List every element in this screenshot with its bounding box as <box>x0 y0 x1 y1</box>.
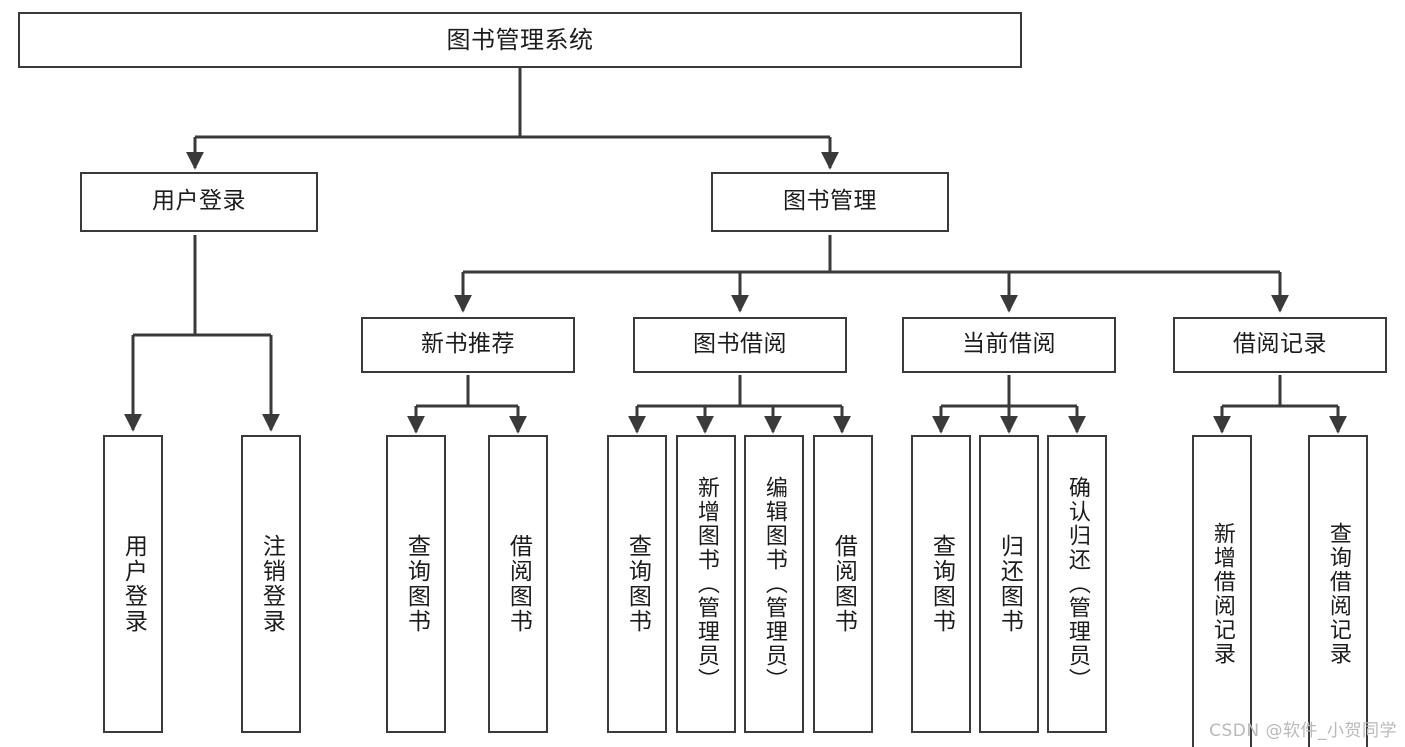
csdn-watermark: CSDN @软件_小贺同学 <box>1209 721 1397 741</box>
leaf-add-book-admin[interactable]: 新增图书（管理员） <box>676 435 736 733</box>
node-label: 注销登录 <box>258 534 285 634</box>
node-label: 借阅记录 <box>1233 331 1327 358</box>
leaf-edit-book-admin[interactable]: 编辑图书（管理员） <box>744 435 804 733</box>
leaf-user-login[interactable]: 用户登录 <box>103 435 163 733</box>
leaf-confirm-return-admin[interactable]: 确认归还（管理员） <box>1047 435 1107 733</box>
node-label: 查询图书 <box>624 534 651 634</box>
node-book-management[interactable]: 图书管理 <box>711 172 949 232</box>
leaf-query-book-newbook[interactable]: 查询图书 <box>386 435 446 733</box>
node-borrow-record[interactable]: 借阅记录 <box>1173 317 1387 373</box>
node-label: 图书管理系统 <box>446 25 594 54</box>
node-label: 新增借阅记录 <box>1209 522 1235 666</box>
node-label: 查询借阅记录 <box>1325 522 1351 666</box>
node-label: 用户登录 <box>152 188 246 215</box>
node-label: 借阅图书 <box>505 534 532 634</box>
node-label: 新书推荐 <box>421 331 515 358</box>
node-label: 归还图书 <box>996 534 1023 634</box>
node-user-login[interactable]: 用户登录 <box>80 172 318 232</box>
node-label: 当前借阅 <box>962 331 1056 358</box>
leaf-borrow-book[interactable]: 借阅图书 <box>813 435 873 733</box>
node-book-borrow[interactable]: 图书借阅 <box>633 317 847 373</box>
leaf-query-borrow-record[interactable]: 查询借阅记录 <box>1308 435 1368 747</box>
leaf-borrow-book-newbook[interactable]: 借阅图书 <box>488 435 548 733</box>
node-label: 编辑图书（管理员） <box>761 476 787 692</box>
node-label: 查询图书 <box>403 534 430 634</box>
node-label: 用户登录 <box>120 534 147 634</box>
node-label: 查询图书 <box>928 534 955 634</box>
leaf-logout-login[interactable]: 注销登录 <box>241 435 301 733</box>
node-root-book-management-system[interactable]: 图书管理系统 <box>18 12 1022 68</box>
leaf-add-borrow-record[interactable]: 新增借阅记录 <box>1192 435 1252 747</box>
node-label: 新增图书（管理员） <box>693 476 719 692</box>
node-current-borrow[interactable]: 当前借阅 <box>902 317 1116 373</box>
node-label: 图书借阅 <box>693 331 787 358</box>
node-label: 图书管理 <box>783 188 877 215</box>
node-label: 确认归还（管理员） <box>1064 476 1090 692</box>
node-new-book-recommend[interactable]: 新书推荐 <box>361 317 575 373</box>
leaf-return-book[interactable]: 归还图书 <box>979 435 1039 733</box>
leaf-query-book-borrow[interactable]: 查询图书 <box>607 435 667 733</box>
node-label: 借阅图书 <box>830 534 857 634</box>
leaf-query-book-current[interactable]: 查询图书 <box>911 435 971 733</box>
